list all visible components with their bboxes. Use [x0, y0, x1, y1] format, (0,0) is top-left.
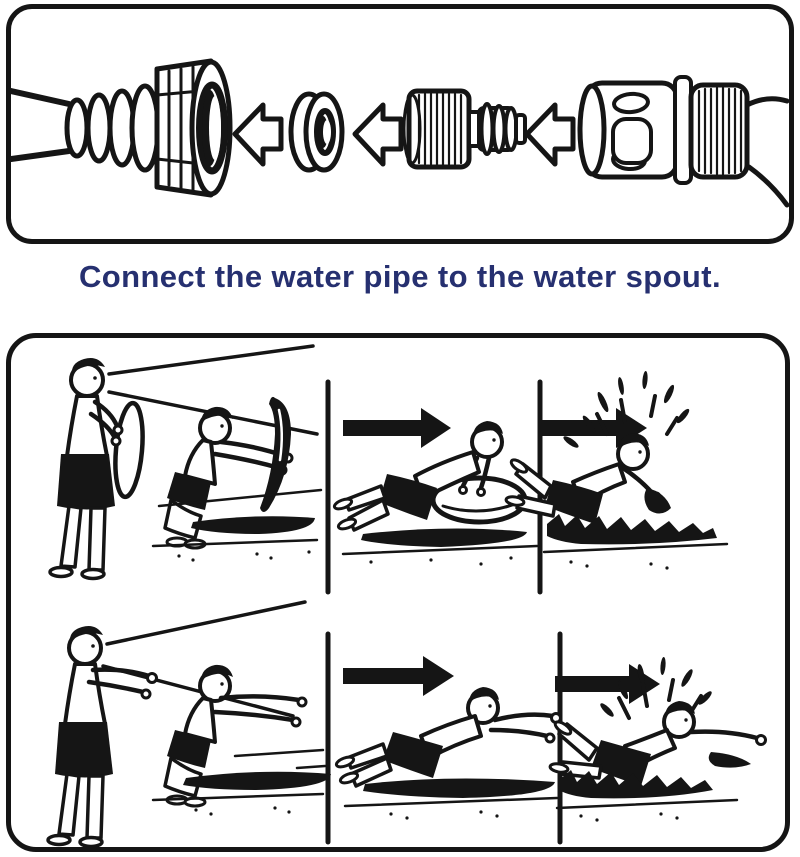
hose-assembly-illustration [11, 58, 789, 208]
arrow-left-icon-2 [352, 102, 404, 167]
quick-connect-coupling [577, 75, 789, 208]
figure-standing-with-board [48, 344, 319, 581]
arrow-right-icon-row2-frame3 [555, 664, 660, 704]
step-belly-slide-splash [548, 657, 767, 822]
step-crouch-place-board [163, 396, 294, 550]
step-crouch-ready [163, 664, 308, 808]
rubber-washer [288, 91, 345, 173]
usage-steps-illustration [46, 344, 767, 847]
ground-row2-frame1 [151, 748, 331, 816]
caption-text: Connect the water pipe to the water spou… [78, 259, 722, 294]
arrow-left-icon-3 [524, 102, 576, 167]
ground-row1-frame1 [151, 488, 323, 562]
arrow-right-icon-row2-frame2 [343, 656, 454, 696]
splash-marks [563, 371, 690, 448]
splash-marks [600, 657, 712, 720]
step-slide-on-board [332, 421, 539, 566]
arrow-left-icon-1 [232, 102, 284, 167]
hose-nut [154, 58, 233, 198]
arrow-right-icon-row1-frame2 [343, 408, 451, 448]
step-splash-finish [504, 371, 729, 570]
hose-assembly-panel [6, 4, 794, 244]
step-dive-forward [334, 687, 562, 820]
figure-standing-ready [46, 600, 307, 847]
threaded-tap-adapter [402, 88, 527, 170]
garden-hose-left [11, 83, 161, 173]
usage-steps-panel [6, 333, 790, 852]
